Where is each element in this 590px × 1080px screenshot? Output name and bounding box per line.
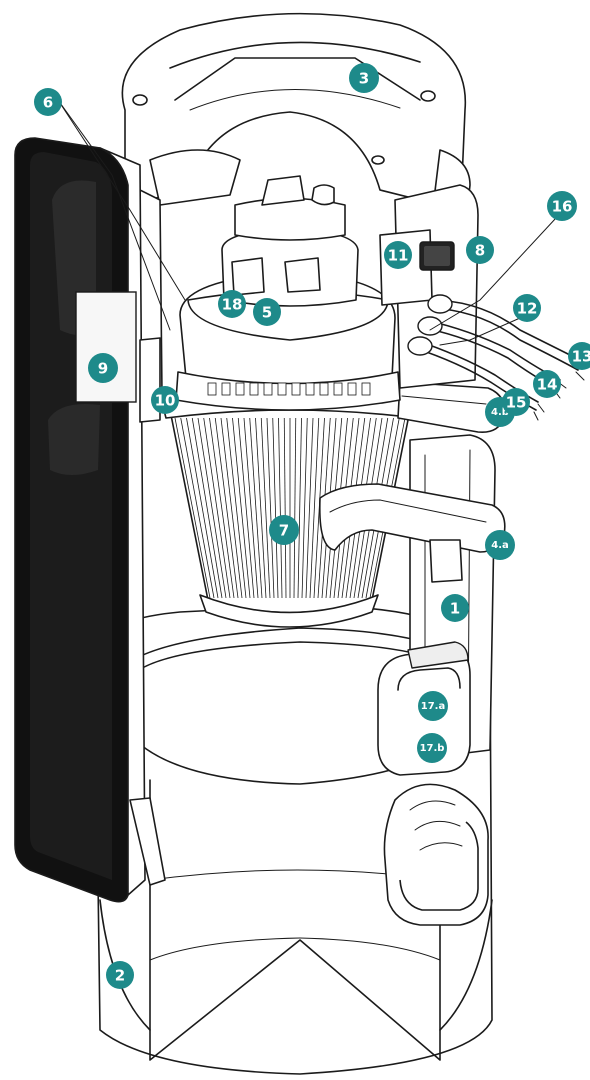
carry-handle bbox=[383, 783, 489, 926]
inlet-pipes bbox=[318, 381, 506, 583]
callout-bubble bbox=[513, 294, 541, 322]
callout-bubble bbox=[384, 241, 412, 269]
callout-18: 18 bbox=[218, 290, 246, 318]
callout-bubble bbox=[218, 290, 246, 318]
callout-3: 3 bbox=[349, 63, 379, 93]
callout-label: 8 bbox=[475, 242, 485, 260]
callout-label: 13 bbox=[572, 348, 590, 366]
callout-bubble bbox=[34, 88, 62, 116]
callout-label: 17.b bbox=[420, 743, 445, 754]
callout-10: 10 bbox=[151, 386, 179, 414]
callout-bubble bbox=[88, 353, 118, 383]
callout-bubble bbox=[568, 342, 590, 370]
callout-label: 9 bbox=[98, 360, 108, 378]
callout-label: 1 bbox=[450, 600, 460, 618]
callout-14: 14 bbox=[533, 370, 561, 398]
callout-label: 10 bbox=[155, 392, 176, 410]
callout-13: 13 bbox=[568, 342, 590, 370]
callout-15: 15 bbox=[502, 388, 530, 416]
callout-17a: 17.a bbox=[418, 691, 448, 721]
callout-bubble bbox=[547, 191, 577, 221]
callout-label: 15 bbox=[506, 394, 527, 412]
callout-2: 2 bbox=[106, 961, 134, 989]
callout-8: 8 bbox=[466, 236, 494, 264]
callout-label: 11 bbox=[388, 247, 409, 265]
callout-label: 12 bbox=[517, 300, 538, 318]
callout-label: 3 bbox=[359, 70, 369, 88]
callout-12: 12 bbox=[513, 294, 541, 322]
callout-bubble bbox=[417, 733, 447, 763]
callout-bubble bbox=[349, 63, 379, 93]
callout-1: 1 bbox=[441, 594, 469, 622]
callout-bubble bbox=[106, 961, 134, 989]
motor-unit bbox=[175, 175, 401, 411]
front-panel bbox=[14, 137, 166, 903]
callout-label: 18 bbox=[222, 296, 243, 314]
callout-bubble bbox=[151, 386, 179, 414]
callout-label: 14 bbox=[537, 376, 558, 394]
callout-16: 16 bbox=[547, 191, 577, 221]
callout-6: 6 bbox=[34, 88, 62, 116]
callout-label: 2 bbox=[115, 967, 125, 985]
callout-label: 16 bbox=[552, 198, 573, 216]
callout-17b: 17.b bbox=[417, 733, 447, 763]
leader-lines bbox=[57, 99, 557, 346]
callout-label: 7 bbox=[279, 522, 289, 540]
callout-label: 17.a bbox=[421, 701, 445, 712]
callout-bubble bbox=[485, 530, 515, 560]
callout-bubble bbox=[418, 691, 448, 721]
callout-bubble bbox=[269, 515, 299, 545]
callout-bubble bbox=[466, 236, 494, 264]
callout-label: 4.a bbox=[491, 540, 509, 551]
callout-4a: 4.a bbox=[485, 530, 515, 560]
callout-7: 7 bbox=[269, 515, 299, 545]
callout-9: 9 bbox=[88, 353, 118, 383]
callout-bubble bbox=[502, 388, 530, 416]
callout-bubble bbox=[533, 370, 561, 398]
callout-11: 11 bbox=[384, 241, 412, 269]
callout-bubble bbox=[253, 298, 281, 326]
callout-5: 5 bbox=[253, 298, 281, 326]
callout-label: 6 bbox=[43, 94, 53, 112]
callout-bubble bbox=[441, 594, 469, 622]
callout-label: 4.b bbox=[491, 407, 509, 418]
callout-label: 5 bbox=[262, 304, 272, 322]
